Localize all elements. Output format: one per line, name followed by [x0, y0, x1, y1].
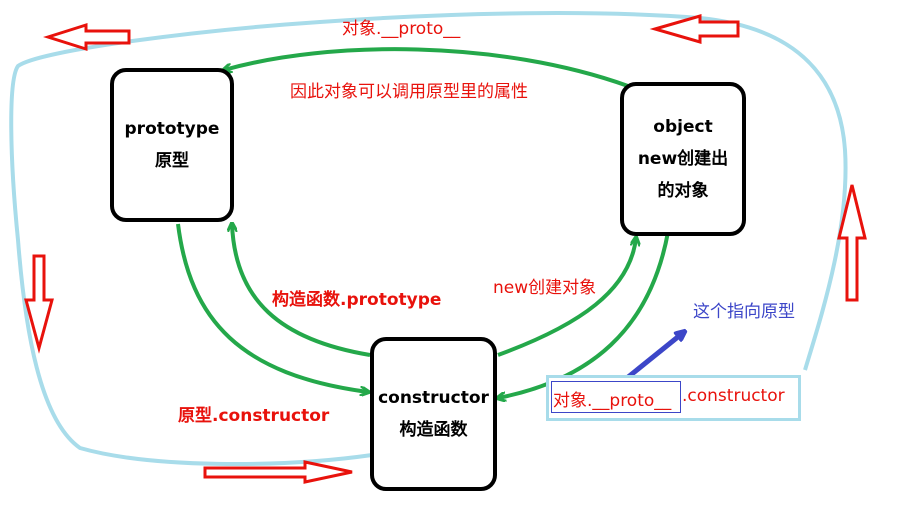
- note-proto-chain-b: .constructor: [682, 386, 785, 406]
- node-object-line3: 的对象: [657, 181, 709, 201]
- node-object-title: object: [653, 117, 713, 137]
- node-prototype-title: prototype: [124, 119, 220, 139]
- red-arrow-left-top-right: [649, 14, 740, 44]
- node-object: object new创建出 的对象: [620, 82, 746, 236]
- node-constructor-title: constructor: [378, 388, 489, 408]
- node-constructor-subtitle: 构造函数: [399, 420, 468, 440]
- node-prototype-subtitle: 原型: [155, 151, 189, 171]
- arrow-prototype-to-constructor: [176, 223, 368, 392]
- label-points-to-proto: 这个指向原型: [693, 302, 795, 322]
- arrow-points-to-proto: [620, 332, 684, 384]
- label-top-desc: 因此对象可以调用原型里的属性: [290, 82, 528, 102]
- note-proto-constructor-box: [546, 375, 801, 421]
- node-constructor: constructor 构造函数: [370, 337, 497, 491]
- label-ctor-prototype: 构造函数.prototype: [272, 290, 442, 310]
- note-proto-chain-a: 对象.__proto__: [553, 391, 672, 411]
- label-top-proto: 对象.__proto__: [342, 19, 461, 39]
- arrow-constructor-to-prototype: [232, 224, 371, 357]
- outer-cycle-loop: [9, 11, 848, 467]
- label-new-create: new创建对象: [493, 278, 597, 298]
- note-proto-highlight: [551, 381, 681, 413]
- node-object-line2: new创建出: [637, 149, 729, 169]
- label-proto-constructor: 原型.constructor: [178, 406, 330, 426]
- arrow-object-to-constructor: [498, 231, 670, 398]
- red-arrow-up-right: [837, 184, 867, 302]
- red-arrow-right-bottom: [203, 460, 353, 484]
- arrow-object-to-prototype: [224, 47, 629, 88]
- red-arrow-down-left: [24, 254, 54, 354]
- node-prototype: prototype 原型: [110, 68, 234, 222]
- arrow-constructor-to-object: [497, 238, 636, 357]
- red-arrow-left-top-left: [43, 22, 131, 52]
